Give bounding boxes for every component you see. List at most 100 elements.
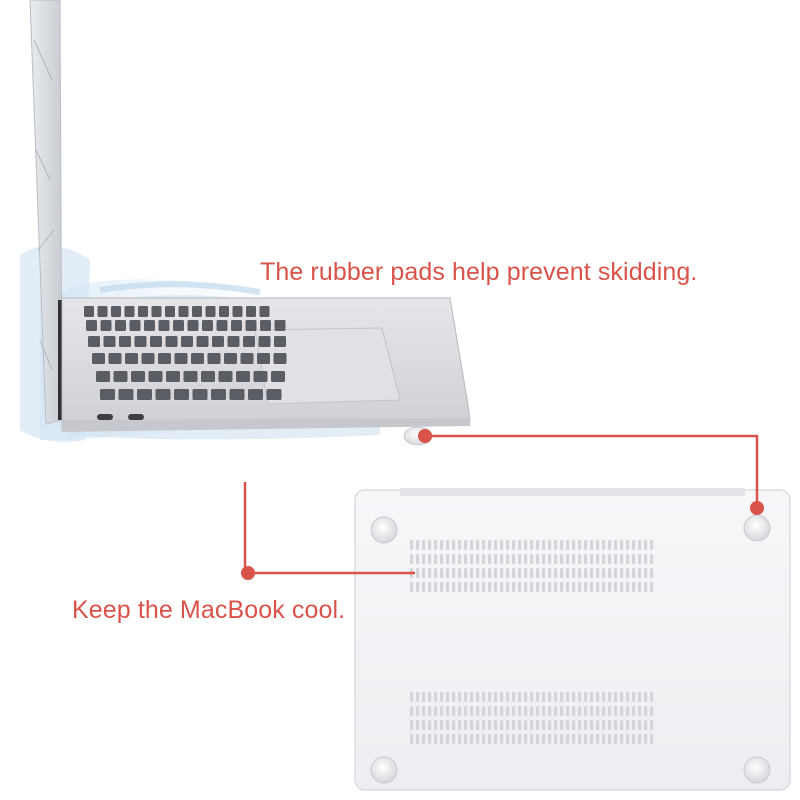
keyboard-key xyxy=(227,336,240,347)
vent-slot xyxy=(500,692,504,702)
keyboard-key xyxy=(181,336,193,347)
vent-slot xyxy=(428,554,432,564)
keyboard-key xyxy=(148,371,163,382)
vent-slot xyxy=(416,568,420,578)
vent-slot xyxy=(506,706,510,716)
vent-slot xyxy=(452,582,456,592)
vent-slot xyxy=(566,692,570,702)
rubber-pad xyxy=(743,514,771,542)
keyboard-key xyxy=(84,306,94,317)
vent-slot xyxy=(482,720,486,730)
vent-slot xyxy=(644,692,648,702)
vent-slot xyxy=(548,554,552,564)
vent-slot xyxy=(650,734,654,744)
bottom-case xyxy=(354,488,791,791)
keyboard-key xyxy=(245,320,257,331)
vent-slot xyxy=(608,706,612,716)
vent-slot xyxy=(560,706,564,716)
vent-slot xyxy=(476,734,480,744)
vent-slot xyxy=(590,720,594,730)
vent-slot xyxy=(446,692,450,702)
vent-slot xyxy=(644,720,648,730)
keyboard-key xyxy=(141,353,155,364)
vent-slot xyxy=(464,554,468,564)
vent-slot xyxy=(434,720,438,730)
vent-slot xyxy=(596,706,600,716)
vent-slot xyxy=(416,540,420,550)
vent-slot xyxy=(470,734,474,744)
vent-slot xyxy=(518,568,522,578)
vent-slot xyxy=(488,540,492,550)
keyboard-key xyxy=(219,306,229,317)
vent-slot xyxy=(446,734,450,744)
vent-slot xyxy=(602,582,606,592)
vent-slot xyxy=(548,720,552,730)
vent-slot xyxy=(512,720,516,730)
vent-slot xyxy=(548,706,552,716)
keyboard-key xyxy=(173,320,184,331)
vent-slot xyxy=(422,554,426,564)
vent-slot xyxy=(566,582,570,592)
vent-slot xyxy=(578,720,582,730)
vent-slot xyxy=(458,734,462,744)
vent-slot xyxy=(440,734,444,744)
vent-slot xyxy=(506,692,510,702)
vent-slot xyxy=(584,554,588,564)
vent-slot xyxy=(620,720,624,730)
vent-slot xyxy=(422,568,426,578)
vent-slot xyxy=(536,568,540,578)
vent-slot xyxy=(440,692,444,702)
vent-slot xyxy=(500,582,504,592)
keyboard xyxy=(84,306,287,400)
vent-slot xyxy=(602,734,606,744)
vent-slot xyxy=(530,568,534,578)
keyboard-key xyxy=(224,353,237,364)
vent-slot xyxy=(458,554,462,564)
keyboard-key xyxy=(236,371,250,382)
keyboard-key xyxy=(271,371,285,382)
vent-slot xyxy=(554,734,558,744)
vent-slot xyxy=(590,540,594,550)
vent-slot xyxy=(416,706,420,716)
vent-slot xyxy=(482,706,486,716)
vent-slot xyxy=(500,568,504,578)
vent-slot xyxy=(488,734,492,744)
vent-slot xyxy=(518,582,522,592)
vent-slot xyxy=(542,720,546,730)
vent-slot xyxy=(494,734,498,744)
vent-slot xyxy=(428,734,432,744)
vent-slot xyxy=(566,706,570,716)
vent-slot xyxy=(626,720,630,730)
vent-slot xyxy=(554,720,558,730)
vent-slot xyxy=(536,706,540,716)
vent-slot xyxy=(458,720,462,730)
vent-slot xyxy=(500,554,504,564)
dot-marker-icon xyxy=(418,429,432,443)
vent-slot xyxy=(596,540,600,550)
vent-slot xyxy=(626,706,630,716)
vent-slot xyxy=(620,554,624,564)
vent-slot xyxy=(488,692,492,702)
keyboard-key xyxy=(103,336,116,347)
vent-slot xyxy=(626,582,630,592)
vent-slot xyxy=(464,720,468,730)
vent-slot xyxy=(458,706,462,716)
usb-c-port xyxy=(97,414,113,420)
keyboard-key xyxy=(129,320,141,331)
vent-slot xyxy=(410,692,414,702)
keyboard-key xyxy=(165,336,178,347)
vent-slot xyxy=(452,706,456,716)
keyboard-key xyxy=(212,336,224,347)
vent-slot xyxy=(500,540,504,550)
keyboard-key xyxy=(119,336,131,347)
vent-slot xyxy=(506,540,510,550)
vent-slot xyxy=(596,554,600,564)
vent-slot xyxy=(434,692,438,702)
vent-slot xyxy=(536,582,540,592)
vent-slot xyxy=(422,692,426,702)
callout-line-pads xyxy=(425,434,759,508)
keyboard-key xyxy=(273,353,287,364)
keyboard-key xyxy=(201,371,215,382)
vent-slot xyxy=(518,734,522,744)
vent-slot xyxy=(428,706,432,716)
